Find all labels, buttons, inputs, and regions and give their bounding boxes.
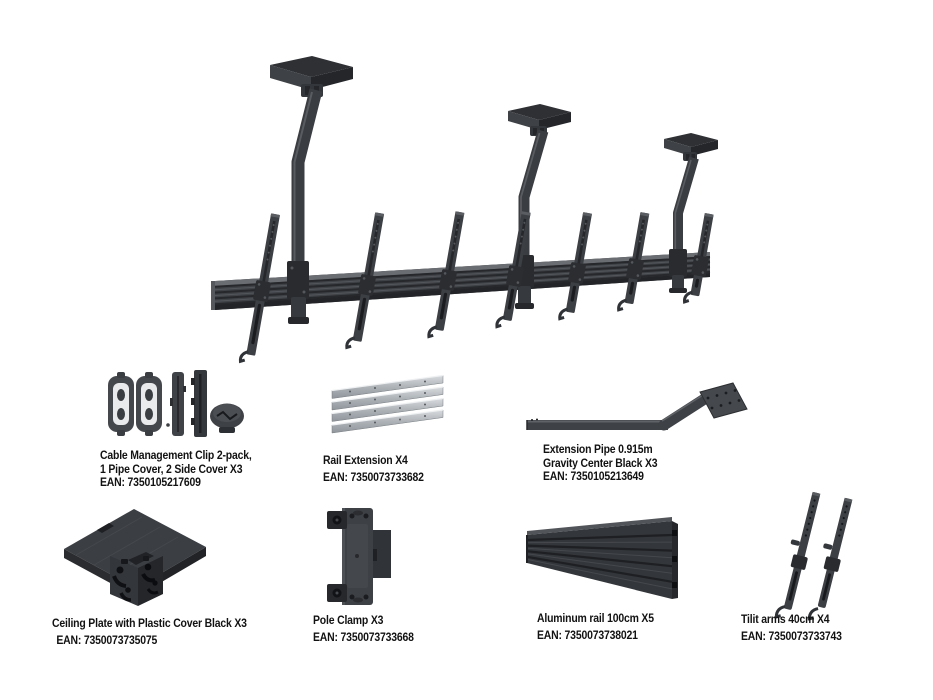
component-ean: EAN: 7350073735075 (56, 632, 158, 647)
component-ean: EAN: 7350073733682 (323, 469, 424, 484)
component-name-line: Pole Clamp X3 (313, 613, 384, 627)
component-name-line: Cable Management Clip 2-pack, (100, 448, 252, 462)
aluminum-rail-image (526, 517, 678, 599)
rail-extension-label: Rail Extension X4 EAN: 7350073733682 (323, 453, 424, 484)
hero-mount-assembly (211, 56, 718, 364)
hero-pipe-2 (518, 129, 549, 282)
ceiling-plate-image (64, 509, 206, 606)
component-name-line: Gravity Center Black X3 (543, 455, 658, 470)
component-name-line: Ceiling Plate with Plastic Cover Black X… (52, 616, 247, 630)
component-name-line: Aluminum rail 100cm X5 (537, 611, 654, 625)
pole-clamp-label: Pole Clamp X3 EAN: 7350073733668 (313, 613, 414, 644)
component-ean: EAN: 7350073733668 (313, 629, 414, 644)
component-name-line: Rail Extension X4 (323, 453, 408, 467)
extension-pipe-image (526, 382, 748, 431)
hero-pipe-clamps (287, 249, 687, 324)
hero-tilt-arms (238, 211, 714, 364)
tilt-arms-image (774, 491, 853, 621)
pole-clamp-image (327, 508, 391, 605)
component-ean: EAN: 7350105217609 (100, 475, 201, 489)
component-name-line: 1 Pipe Cover, 2 Side Cover X3 (100, 461, 243, 476)
tilt-arms-label: Tilit arms 40cm X4 EAN: 7350073733743 (741, 612, 842, 643)
component-name-line: Extension Pipe 0.915m (543, 442, 653, 456)
component-ean: EAN: 7350073738021 (537, 627, 638, 642)
rail-extension-image (331, 374, 444, 434)
cable-management-label: Cable Management Clip 2-pack, 1 Pipe Cov… (100, 448, 252, 490)
component-ean: EAN: 7350105213649 (543, 469, 644, 483)
hero-pipe-1 (291, 88, 323, 290)
hero-ceiling-plate-3 (664, 133, 718, 161)
component-ean: EAN: 7350073733743 (741, 628, 842, 643)
ceiling-plate-label: Ceiling Plate with Plastic Cover Black X… (52, 616, 247, 647)
extension-pipe-label: Extension Pipe 0.915m Gravity Center Bla… (543, 442, 658, 484)
aluminum-rail-label: Aluminum rail 100cm X5 EAN: 735007373802… (537, 611, 654, 642)
component-name-line: Tilit arms 40cm X4 (741, 612, 830, 626)
cable-management-image (108, 370, 244, 437)
